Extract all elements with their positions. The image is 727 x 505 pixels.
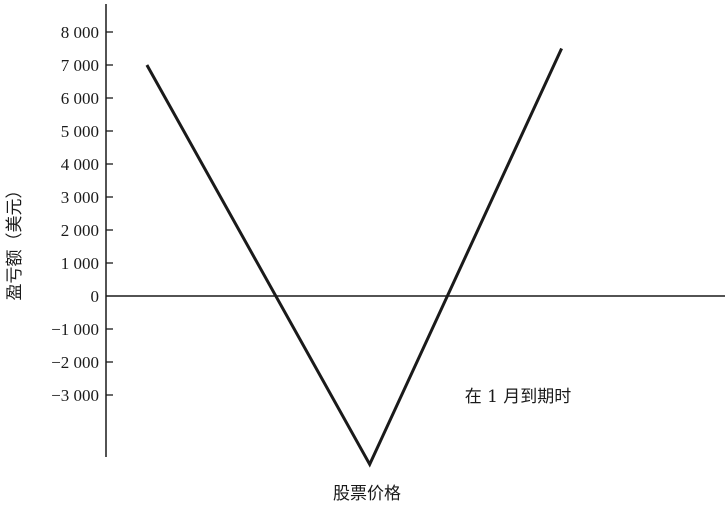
y-tick-label: −3 000 [51, 386, 99, 405]
x-axis-label: 股票价格 [333, 484, 401, 504]
y-tick-label: 8 000 [61, 23, 99, 42]
y-tick-label: −2 000 [51, 353, 99, 372]
expiry-annotation: 在 1 月到期时 [465, 387, 572, 407]
y-tick-label: 1 000 [61, 254, 99, 273]
y-tick-label: 7 000 [61, 56, 99, 75]
y-tick-label: 5 000 [61, 122, 99, 141]
y-tick-label: 3 000 [61, 188, 99, 207]
y-axis-label: 盈亏额（美元） [5, 182, 25, 301]
y-tick-label: 2 000 [61, 221, 99, 240]
y-tick-label: 4 000 [61, 155, 99, 174]
y-tick-label: −1 000 [51, 320, 99, 339]
y-tick-label: 6 000 [61, 89, 99, 108]
series-marks [145, 47, 563, 468]
axes [105, 4, 725, 457]
payoff-line [145, 47, 563, 468]
y-tick-label: 0 [91, 287, 100, 306]
y-ticks: 8 000 7 000 6 000 5 000 4 000 3 000 2 000 1 000… [51, 23, 113, 405]
